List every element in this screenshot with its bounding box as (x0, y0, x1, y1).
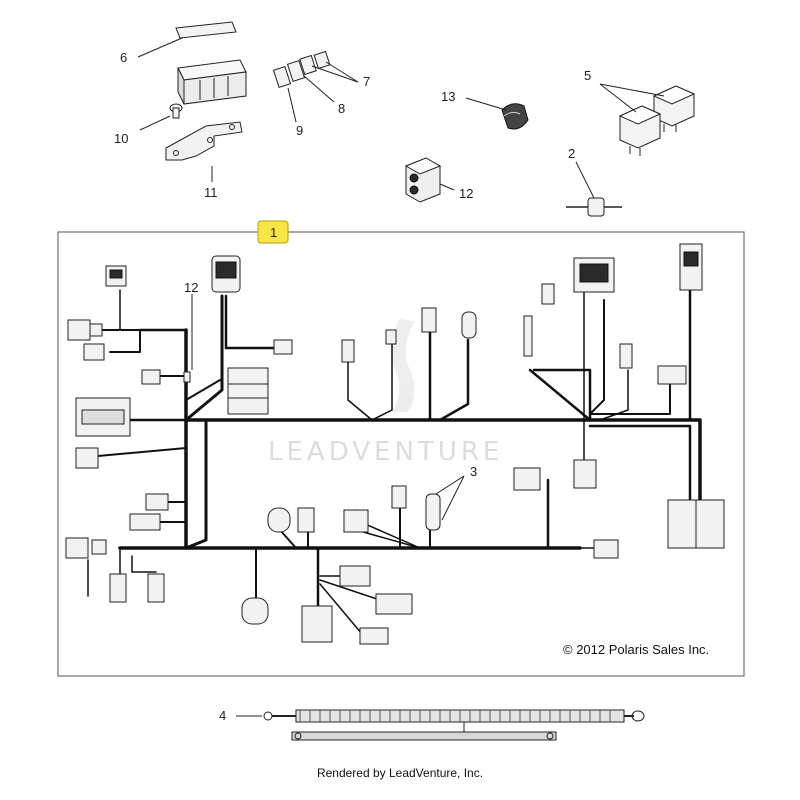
callout-4: 4 (219, 708, 226, 723)
callout-5: 5 (584, 68, 591, 83)
part-10-bolt[interactable]: 10 (114, 103, 183, 146)
callout-12-inner: 12 (184, 280, 198, 295)
harness-connectors[interactable] (65, 243, 725, 645)
part-6-label-pad[interactable]: 6 (120, 21, 237, 65)
callout-10: 10 (114, 131, 128, 146)
callout-13: 13 (441, 89, 455, 104)
watermark: LEADVENTURE (268, 318, 503, 467)
part-13-connector[interactable]: 13 (441, 89, 529, 130)
harness-frame (57, 231, 745, 677)
callout-11: 11 (204, 185, 218, 200)
part-7-8-9-fuses[interactable]: 7 8 9 (272, 50, 371, 138)
footer-credit: Rendered by LeadVenture, Inc. (316, 766, 484, 780)
inner-callouts: 12 3 (184, 280, 477, 521)
part-fuse-box[interactable] (177, 59, 247, 105)
callout-8: 8 (338, 101, 345, 116)
callout-2: 2 (568, 146, 575, 161)
part-2-diode[interactable]: 2 (566, 146, 622, 217)
callout-3: 3 (470, 464, 477, 479)
part-11-bracket[interactable]: 11 (165, 121, 243, 200)
callout-7: 7 (363, 74, 370, 89)
part-5-relays[interactable]: 5 (584, 68, 696, 156)
watermark-text: LEADVENTURE (268, 437, 503, 467)
part-4-cable[interactable]: 4 (219, 708, 645, 741)
callout-6: 6 (120, 50, 127, 65)
callout-12-top: 12 (459, 186, 473, 201)
callout-9: 9 (296, 123, 303, 138)
part-12-switch[interactable]: 12 (404, 157, 473, 203)
callout-1: 1 (270, 225, 277, 240)
callout-1-badge[interactable]: 1 (257, 220, 289, 244)
copyright: © 2012 Polaris Sales Inc. (563, 642, 709, 657)
